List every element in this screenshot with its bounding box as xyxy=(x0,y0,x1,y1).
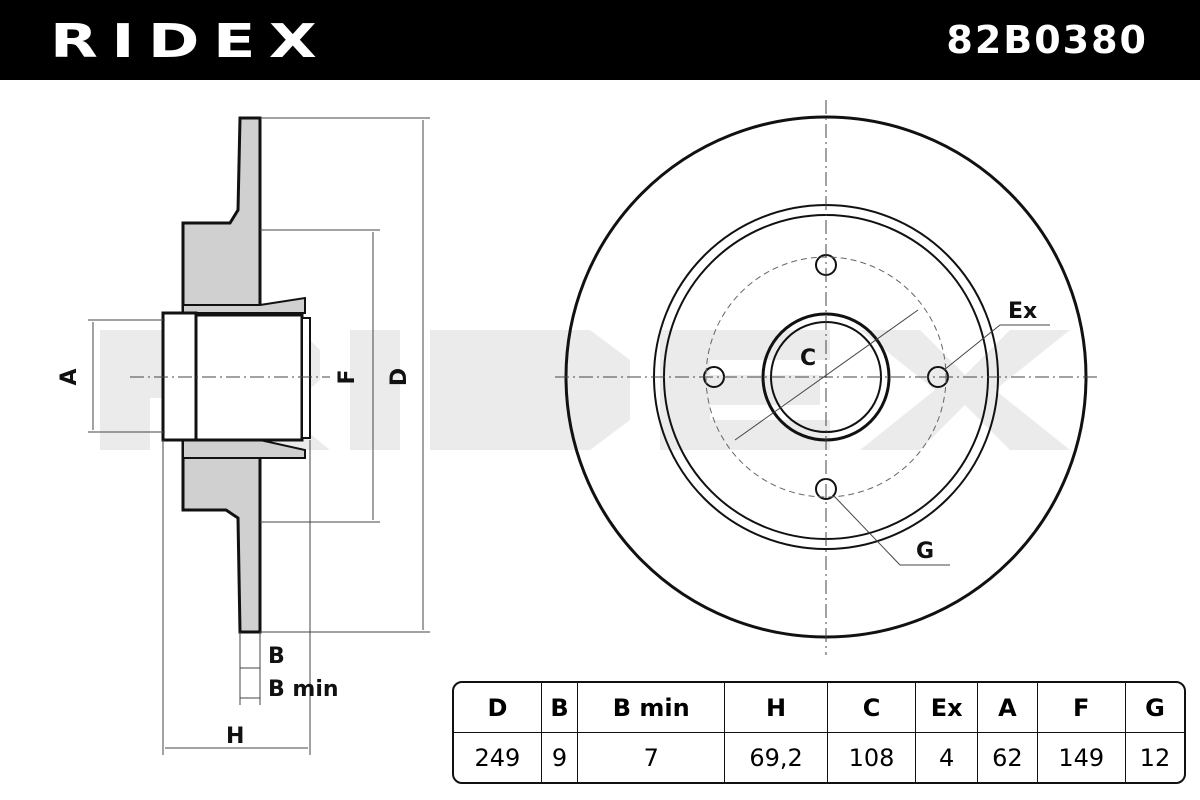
label-G: G xyxy=(916,539,934,564)
value-cell: 62 xyxy=(977,732,1038,782)
label-Bmin: B min xyxy=(268,677,339,702)
value-cell: 4 xyxy=(915,732,979,782)
table-row: 249 9 7 69,2 108 4 62 149 12 xyxy=(454,732,1184,782)
value-cell: 12 xyxy=(1124,732,1184,782)
header-cell: G xyxy=(1124,683,1184,733)
value-cell: 149 xyxy=(1036,732,1126,782)
header-bar: RIDEX 82B0380 xyxy=(0,0,1200,80)
label-C: C xyxy=(800,346,816,371)
value-cell: 69,2 xyxy=(724,732,828,782)
brand-logo: RIDEX xyxy=(50,14,331,68)
header-cell: F xyxy=(1036,683,1126,733)
label-Ex: Ex xyxy=(1008,299,1037,324)
value-cell: 249 xyxy=(454,732,542,782)
label-D: D xyxy=(387,368,412,386)
header-cell: C xyxy=(826,683,917,733)
value-cell: 9 xyxy=(540,732,579,782)
label-A: A xyxy=(57,368,82,385)
specs-table: D B B min H C Ex A F G 249 9 7 69,2 108 … xyxy=(452,681,1186,784)
header-cell: Ex xyxy=(915,683,979,733)
front-view xyxy=(555,100,1100,655)
header-cell: A xyxy=(977,683,1038,733)
value-cell: 108 xyxy=(826,732,917,782)
label-F: F xyxy=(335,369,360,384)
label-B: B xyxy=(268,644,285,669)
dimension-lines xyxy=(88,117,430,755)
header-cell: B min xyxy=(577,683,726,733)
header-cell: H xyxy=(724,683,828,733)
table-header-row: D B B min H C Ex A F G xyxy=(454,683,1184,733)
part-number: 82B0380 xyxy=(946,18,1148,62)
header-cell: D xyxy=(454,683,542,733)
header-cell: B xyxy=(540,683,579,733)
label-H: H xyxy=(226,724,244,749)
side-view xyxy=(161,116,311,634)
value-cell: 7 xyxy=(577,732,726,782)
